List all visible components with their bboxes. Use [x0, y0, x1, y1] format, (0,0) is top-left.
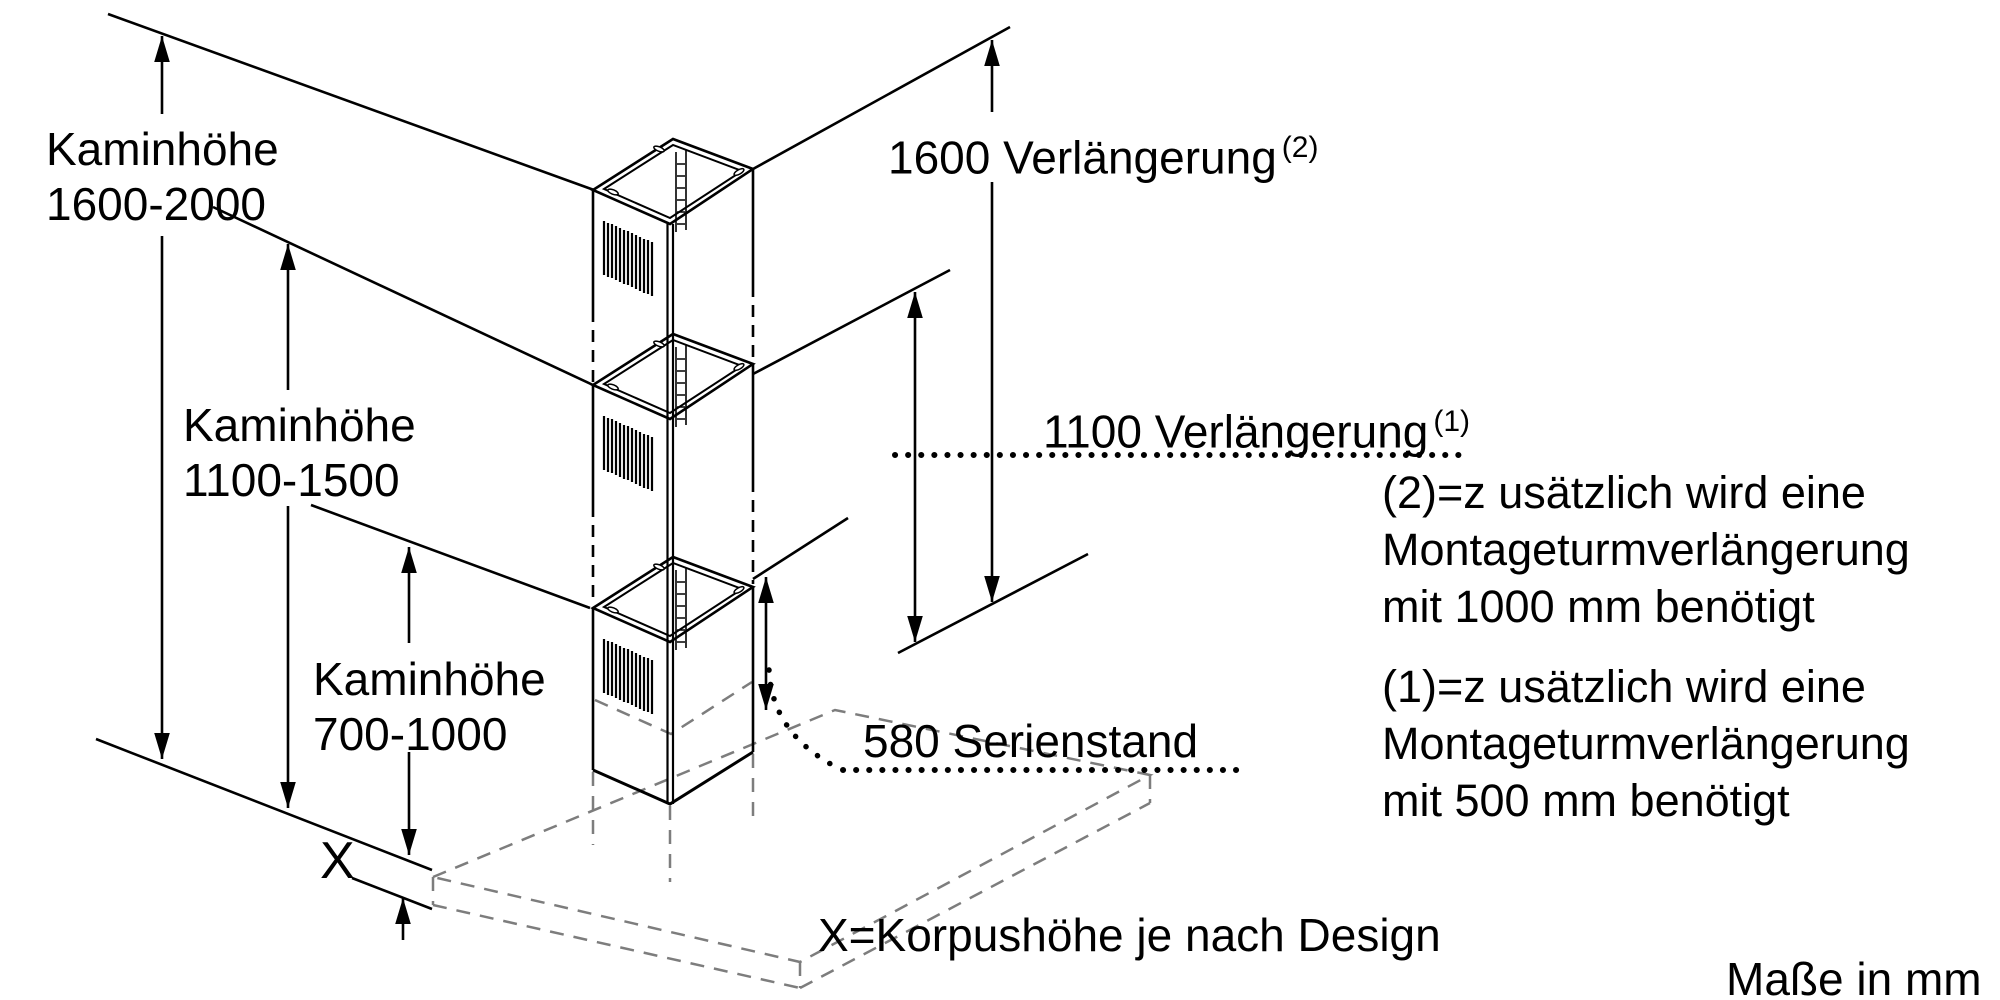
label-x-dimension: X — [320, 832, 355, 890]
label-verlaengerung-1600: 1600 Verlängerung(2) — [888, 120, 1318, 185]
label-units: Maße in mm — [1726, 953, 1982, 1000]
dotted-leaders — [766, 452, 1465, 773]
hidden-chimney-edges — [591, 754, 755, 882]
chimney-bottom-reference-line — [351, 876, 433, 911]
label-text: 1600 Verlängerung — [888, 131, 1277, 184]
hood-top-reference-line — [95, 737, 433, 872]
base-plate-hidden-outline — [428, 680, 1154, 990]
label-text: Kaminhöhe — [46, 123, 279, 175]
label-text: 1100 Verlängerung — [1043, 405, 1429, 458]
label-verlaengerung-1100: 1100 Verlängerung(1) — [1043, 394, 1470, 459]
footnote-marker-2: (2) — [1281, 131, 1319, 164]
label-value: 1100-1500 — [183, 454, 400, 506]
footnote-2-line1: (2)=z usätzlich wird eine — [1382, 467, 1866, 518]
label-text: Kaminhöhe — [313, 653, 546, 705]
footnote-2-line3: mit 1000 mm benötigt — [1382, 581, 1815, 632]
label-kaminhoehe-1100-1500: Kaminhöhe 1100-1500 — [183, 398, 416, 508]
dimension-lines — [154, 36, 1000, 940]
label-text: Kaminhöhe — [183, 399, 416, 451]
chimney-tower — [591, 169, 755, 806]
label-kaminhoehe-700-1000: Kaminhöhe 700-1000 — [313, 652, 546, 762]
label-value: 1600-2000 — [46, 178, 266, 230]
label-serienstand-580: 580 Serienstand — [863, 715, 1199, 767]
tower-front-edge — [666, 224, 675, 804]
footnote-1: (1)=z usätzlich wird eine Montageturmver… — [1382, 658, 1910, 829]
footnote-2-line2: Montageturmverlängerung — [1382, 524, 1910, 575]
footnote-1-line2: Montageturmverlängerung — [1382, 718, 1910, 769]
tower-bottom-edge — [592, 750, 754, 806]
hood-top-hidden-line — [594, 680, 753, 736]
label-korpushoehe: X=Korpushöhe je nach Design — [818, 909, 1441, 961]
reference-lines — [95, 12, 1089, 911]
footnote-marker-1: (1) — [1433, 405, 1471, 438]
label-kaminhoehe-1600-2000: Kaminhöhe 1600-2000 — [46, 122, 279, 232]
label-value: 700-1000 — [313, 708, 508, 760]
footnote-1-line3: mit 500 mm benötigt — [1382, 775, 1790, 826]
footnote-2: (2)=z usätzlich wird eine Montageturmver… — [1382, 464, 1910, 635]
footnote-1-line1: (1)=z usätzlich wird eine — [1382, 661, 1866, 712]
leader-580-arc — [766, 667, 843, 772]
